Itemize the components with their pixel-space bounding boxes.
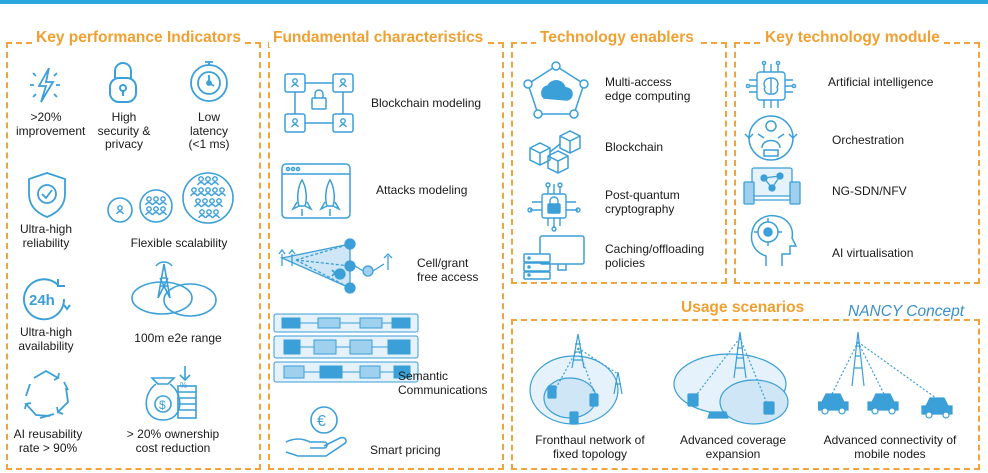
kpi-label-improvement: >20% improvement: [16, 110, 86, 138]
fronthaul-network-icon: [526, 328, 648, 434]
orchestration-icon: [744, 112, 798, 164]
monitor-server-icon: [520, 234, 586, 280]
module-label-sdn: NG-SDN/NFV: [832, 184, 907, 198]
24h-icon: 24h: [20, 275, 72, 323]
module-label-virtualisation: AI virtualisation: [832, 246, 914, 260]
svg-text:€: €: [317, 413, 326, 430]
money-bag-icon: $ %: [138, 364, 202, 426]
usage-label-coverage: Advanced coverage expansion: [679, 433, 787, 461]
kpi-label-security: High security & privacy: [97, 110, 151, 151]
module-panel-title: Key technology module: [761, 29, 944, 47]
user-groups-icon: [104, 170, 236, 232]
fundamental-panel-title: Fundamental characteristics: [269, 29, 488, 47]
fundamental-label-semantic: Semantic Communications: [398, 369, 488, 397]
kpi-label-cost: > 20% ownership cost reduction: [126, 427, 220, 455]
enablers-panel-title: Technology enablers: [536, 29, 698, 47]
lightning-bolt-icon: [22, 62, 68, 108]
mobile-nodes-icon: [818, 328, 958, 434]
usage-panel-title: Usage scenarios: [677, 299, 809, 317]
kpi-label-scalability: Flexible scalability: [130, 236, 228, 250]
usage-label-mobile: Advanced connectivity of mobile nodes: [823, 433, 957, 461]
blocks-chain-icon: [526, 126, 586, 176]
fundamental-label-pricing: Smart pricing: [370, 443, 441, 457]
kpi-label-range: 100m e2e range: [134, 331, 222, 345]
module-label-ai: Artificial intelligence: [828, 75, 934, 89]
shield-check-icon: [24, 170, 70, 220]
fundamental-label-cellfree: Cell/grant free access: [417, 256, 479, 284]
kpi-label-latency: Low latency (<1 ms): [188, 110, 230, 151]
nancy-concept-label: NANCY Concept: [848, 303, 965, 320]
kpi-label-availability: Ultra-high availability: [18, 325, 74, 353]
cloud-network-icon: [520, 60, 592, 120]
padlock-icon: [106, 60, 140, 106]
enablers-label-caching: Caching/offloading policies: [605, 242, 705, 270]
kpi-label-reusability: AI reusability rate > 90%: [13, 427, 83, 455]
recycle-arrows-icon: [20, 368, 72, 420]
euro-hand-icon: €: [284, 404, 350, 460]
ai-chip-brain-icon: [744, 60, 798, 112]
ai-head-icon: [744, 212, 802, 270]
semantic-communications-icon: [270, 310, 422, 386]
rockets-window-icon: [280, 162, 352, 220]
enablers-label-pqc: Post-quantum cryptography: [605, 188, 680, 216]
enablers-label-blockchain: Blockchain: [605, 140, 664, 154]
svg-text:%: %: [180, 381, 187, 390]
cell-free-access-icon: [276, 236, 400, 298]
svg-text:24h: 24h: [29, 292, 55, 309]
svg-text:$: $: [159, 398, 166, 412]
coverage-expansion-icon: [670, 328, 794, 434]
usage-label-fronthaul: Fronthaul network of fixed topology: [535, 433, 645, 461]
fundamental-label-blockchain: Blockchain modeling: [371, 96, 482, 110]
kpi-panel-title: Key performance Indicators: [32, 29, 246, 47]
stopwatch-icon: [186, 58, 232, 104]
fundamental-label-attacks: Attacks modeling: [376, 183, 468, 197]
usage-panel: [511, 319, 980, 470]
enablers-label-mec: Multi-access edge computing: [605, 75, 691, 103]
blockchain-network-icon: [283, 72, 355, 134]
top-accent-bar: [0, 0, 988, 4]
kpi-label-reliability: Ultra-high reliability: [19, 222, 73, 250]
sdn-network-icon: [742, 164, 804, 210]
module-label-orchestration: Orchestration: [832, 133, 905, 147]
circuit-lock-icon: [526, 180, 582, 232]
antenna-range-icon: [128, 258, 220, 320]
